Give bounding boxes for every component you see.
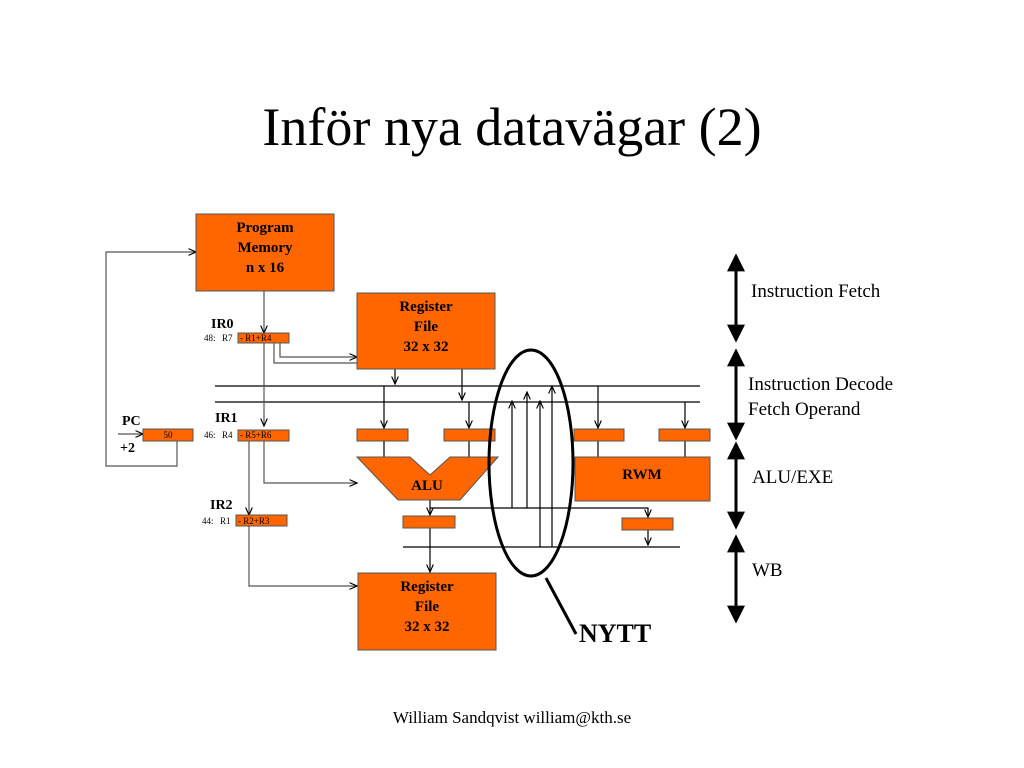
register-file-bottom-line2: File [415,599,439,615]
ir0-dest: R7 [222,333,233,343]
pc-value: 50 [164,430,174,440]
stage-fetch: Instruction Fetch [751,281,881,302]
ir2-dest: R1 [220,516,231,526]
rwm-label: RWM [622,467,661,483]
ir0-address: 48: [204,333,216,343]
stage-decode-line2: Fetch Operand [748,399,861,420]
pipe-reg-rwm-out [621,517,674,531]
program-memory-line2: Memory [238,240,293,256]
register-file-top-line3: 32 x 32 [404,339,449,355]
ir1-register: IR1 46: R4 - R5+R6 [204,411,290,442]
pipe-reg-b [443,428,496,442]
rwm-block: RWM [574,456,711,502]
program-memory-line1: Program [236,220,294,236]
pc-label: PC [122,414,141,429]
register-file-top-line1: Register [399,299,453,315]
stage-wb: WB [752,560,783,581]
register-file-bottom-line3: 32 x 32 [405,619,450,635]
ir0-register: IR0 48: R7 - R1+R4 [204,317,290,344]
operand-wires [384,369,685,572]
bus-lines [215,385,700,548]
slide-title: Inför nya datavägar (2) [262,97,762,157]
register-file-bottom: Register File 32 x 32 [357,572,497,651]
ir1-dest: R4 [222,430,233,440]
ir0-op: - R1+R4 [240,333,272,343]
ir1-op: - R5+R6 [240,430,272,440]
ir0-label: IR0 [211,317,234,332]
ir1-address: 46: [204,430,216,440]
ir2-label: IR2 [210,498,233,513]
register-file-top-line2: File [414,319,438,335]
nytt-label: NYTT [579,619,651,648]
nytt-highlight: NYTT [487,348,651,648]
pipe-reg-alu-out [402,515,456,529]
stage-decode-line1: Instruction Decode [748,374,893,395]
pipe-reg-d [658,428,711,442]
fetch-wires [249,291,357,586]
ir2-address: 44: [202,516,214,526]
ir1-label: IR1 [215,411,238,426]
pc-loop [105,252,196,467]
pc-increment: +2 [120,441,135,456]
register-file-top: Register File 32 x 32 [356,292,496,370]
ir2-register: IR2 44: R1 - R2+R3 [202,498,288,527]
pc-register: PC 50 +2 [120,414,194,456]
stage-exe: ALU/EXE [752,467,833,488]
alu-label: ALU [411,478,443,494]
pipeline-registers [356,428,711,531]
program-memory-block: Program Memory n x 16 [195,213,335,292]
slide-footer: William Sandqvist william@kth.se [392,708,632,727]
register-file-bottom-line1: Register [400,579,454,595]
ir2-op: - R2+R3 [238,516,270,526]
program-memory-line3: n x 16 [246,260,285,276]
pipe-reg-c [573,428,625,442]
alu-block: ALU [355,456,500,501]
stage-labels: Instruction Fetch Instruction Decode Fet… [748,281,893,581]
pipe-reg-a [356,428,409,442]
forwarding-paths [512,386,552,547]
